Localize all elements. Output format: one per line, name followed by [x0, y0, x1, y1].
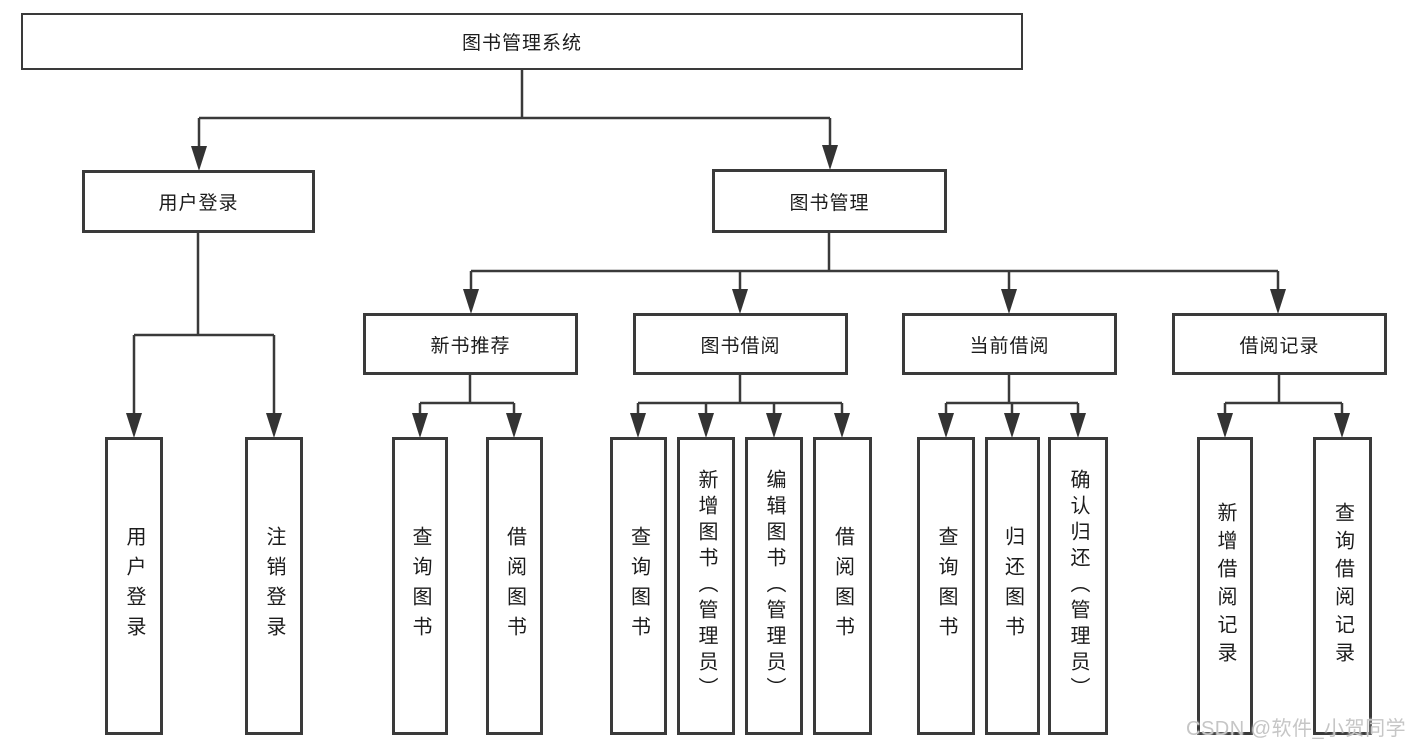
leaf-user-login: 用户登录	[105, 437, 163, 735]
leaf-current-return-books: 归还图书	[985, 437, 1040, 735]
leaf-borrow-add-books-admin: 新增图书（管理员）	[677, 437, 735, 735]
leaf-borrow-query-books: 查询图书	[610, 437, 667, 735]
leaf-borrow-borrow-books: 借阅图书	[813, 437, 872, 735]
leaf-records-query-record: 查询借阅记录	[1313, 437, 1372, 735]
node-new-book-recommend: 新书推荐	[363, 313, 578, 375]
csdn-watermark: CSDN @软件_小贺同学	[1186, 718, 1405, 740]
node-current-borrow: 当前借阅	[902, 313, 1117, 375]
leaf-recommend-query-books: 查询图书	[392, 437, 448, 735]
leaf-borrow-edit-books-admin: 编辑图书（管理员）	[745, 437, 803, 735]
node-root: 图书管理系统	[21, 13, 1023, 70]
node-user-login: 用户登录	[82, 170, 315, 233]
leaf-logout-login: 注销登录	[245, 437, 303, 735]
node-book-borrow: 图书借阅	[633, 313, 848, 375]
leaf-current-confirm-return-admin: 确认归还（管理员）	[1048, 437, 1108, 735]
leaf-records-add-record: 新增借阅记录	[1197, 437, 1253, 735]
node-borrow-records: 借阅记录	[1172, 313, 1387, 375]
node-book-management: 图书管理	[712, 169, 947, 233]
leaf-recommend-borrow-books: 借阅图书	[486, 437, 543, 735]
leaf-current-query-books: 查询图书	[917, 437, 975, 735]
